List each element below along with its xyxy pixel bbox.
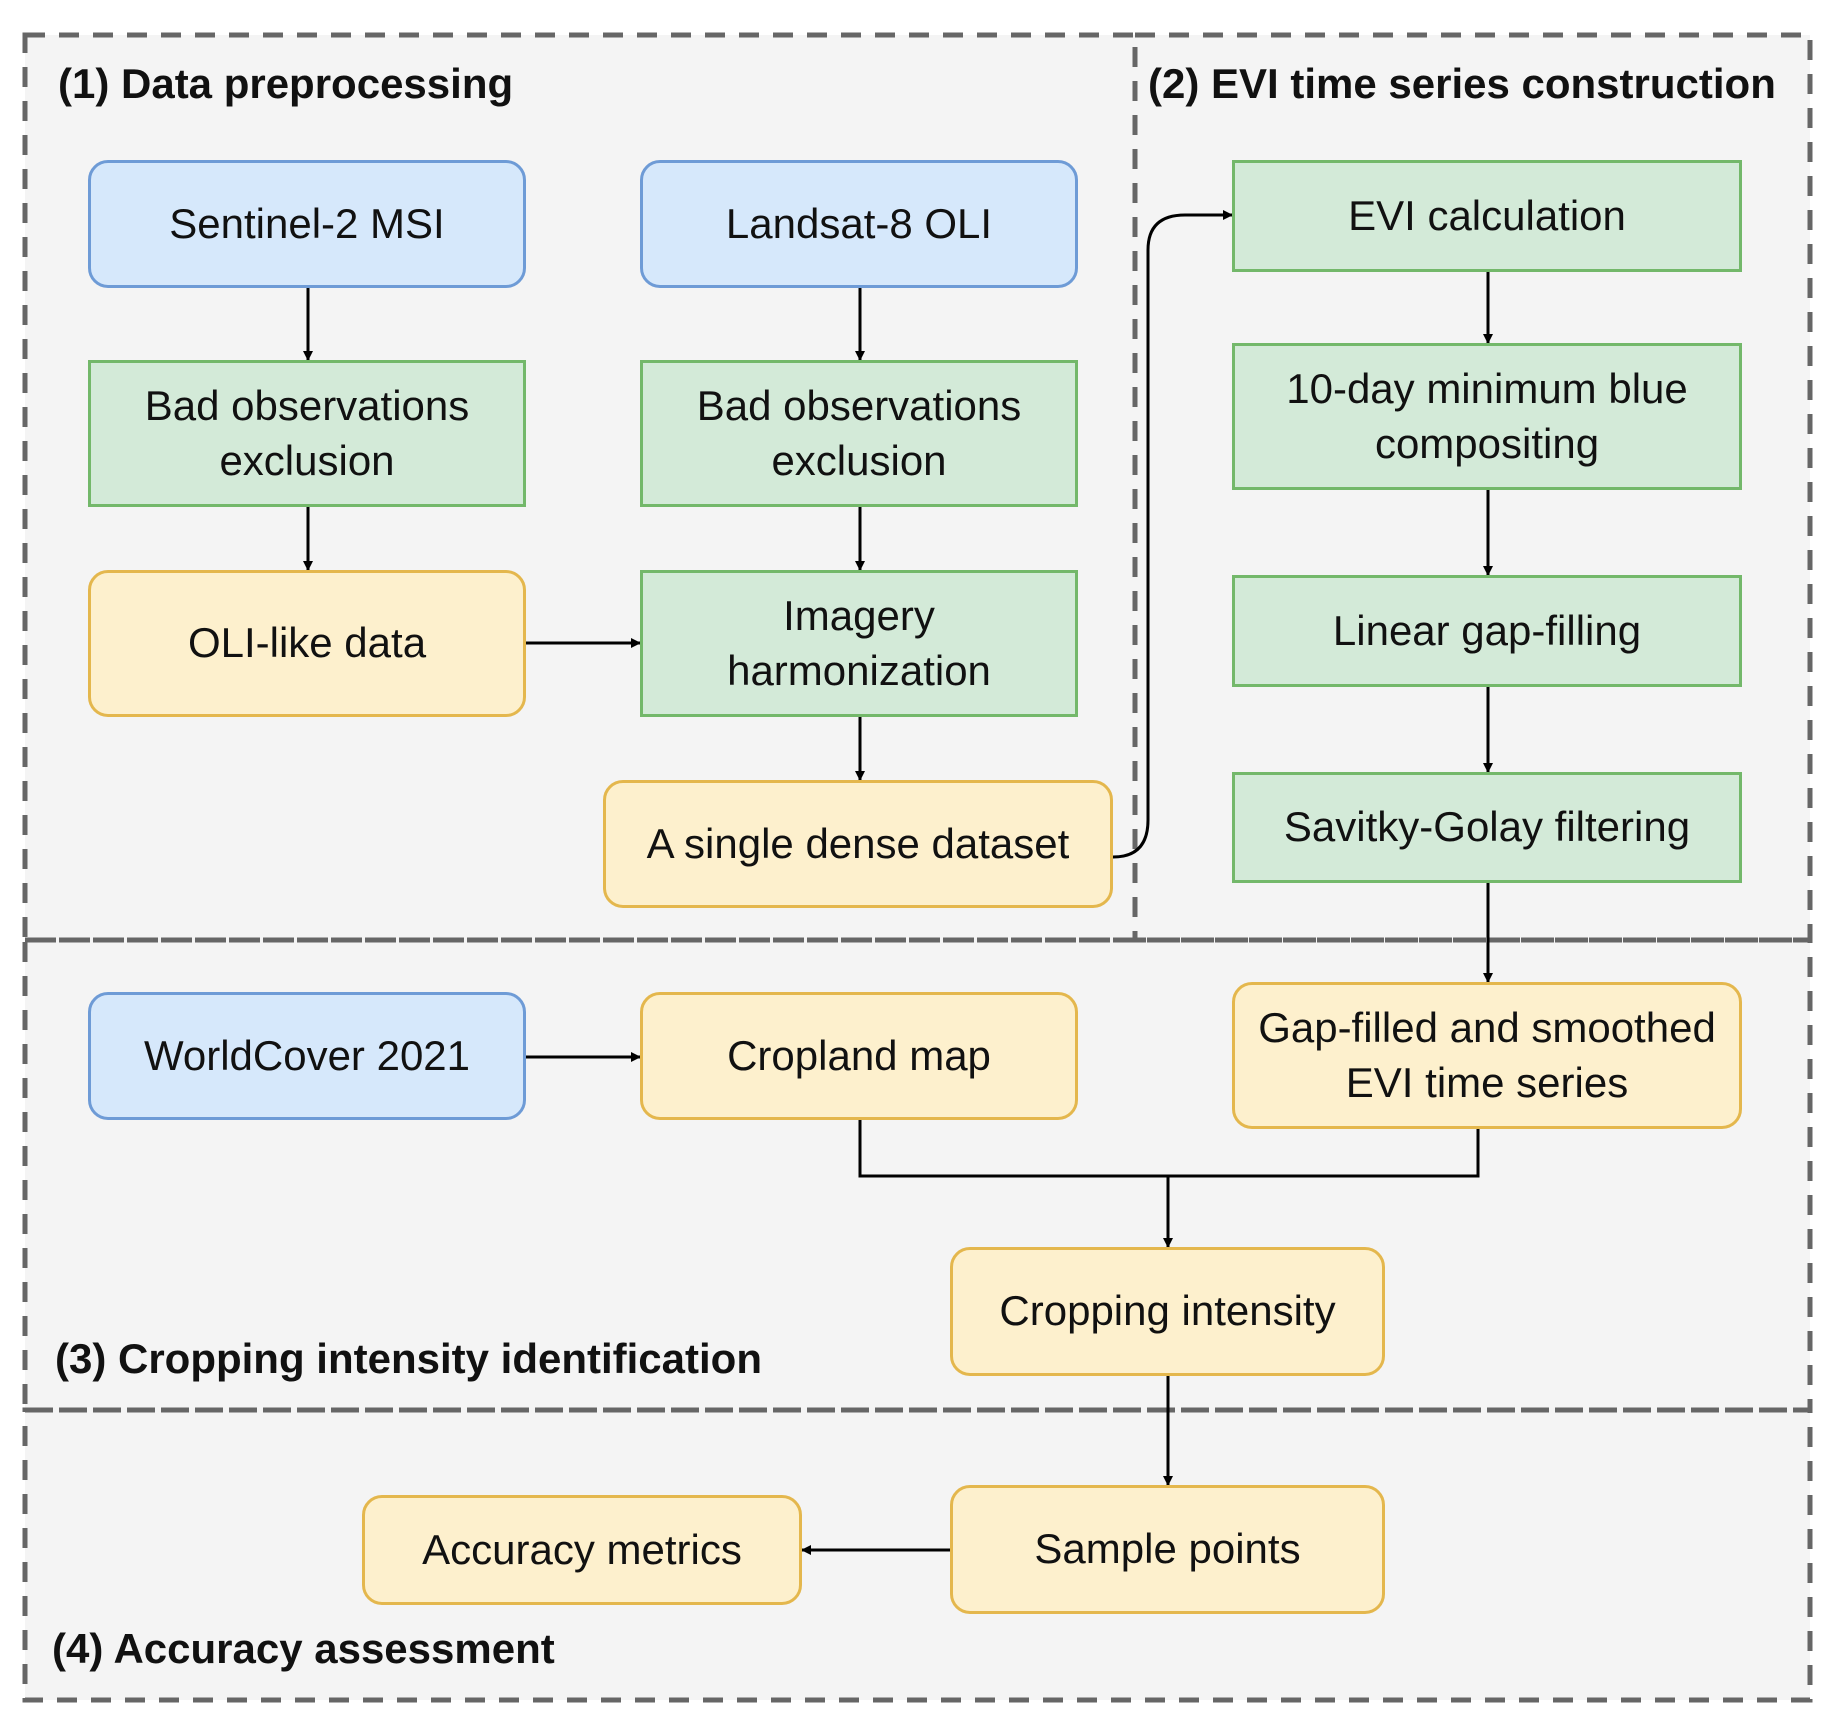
node-sample-points: Sample points (950, 1485, 1385, 1614)
arrow-dataset-to-evicalc (1112, 210, 1233, 859)
node-bad-observations-l8: Bad observations exclusion (640, 360, 1078, 507)
node-landsat-8-oli: Landsat-8 OLI (640, 160, 1078, 288)
node-cropping-intensity: Cropping intensity (950, 1247, 1385, 1376)
connector-cropland-eviseries (858, 1120, 1480, 1178)
node-oli-like-data: OLI-like data (88, 570, 526, 717)
node-single-dense-dataset: A single dense dataset (603, 780, 1113, 908)
section-1-title: (1) Data preprocessing (58, 60, 514, 107)
node-linear-gap-filling: Linear gap-filling (1232, 575, 1742, 687)
node-accuracy-metrics: Accuracy metrics (362, 1495, 802, 1605)
node-cropland-map: Cropland map (640, 992, 1078, 1120)
node-evi-time-series: Gap-filled and smoothed EVI time series (1232, 982, 1742, 1129)
section-4-border (22, 1407, 1813, 1703)
node-bad-observations-s2: Bad observations exclusion (88, 360, 526, 507)
section-4-title: (4) Accuracy assessment (52, 1625, 555, 1672)
node-worldcover-2021: WorldCover 2021 (88, 992, 526, 1120)
node-evi-calculation: EVI calculation (1232, 160, 1742, 272)
node-imagery-harmonization: Imagery harmonization (640, 570, 1078, 717)
section-3-title: (3) Cropping intensity identification (55, 1335, 762, 1382)
node-sentinel-2-msi: Sentinel-2 MSI (88, 160, 526, 288)
section-2-title: (2) EVI time series construction (1148, 60, 1776, 107)
node-minimum-blue-compositing: 10-day minimum blue compositing (1232, 343, 1742, 490)
node-savitky-golay-filtering: Savitky-Golay filtering (1232, 772, 1742, 883)
